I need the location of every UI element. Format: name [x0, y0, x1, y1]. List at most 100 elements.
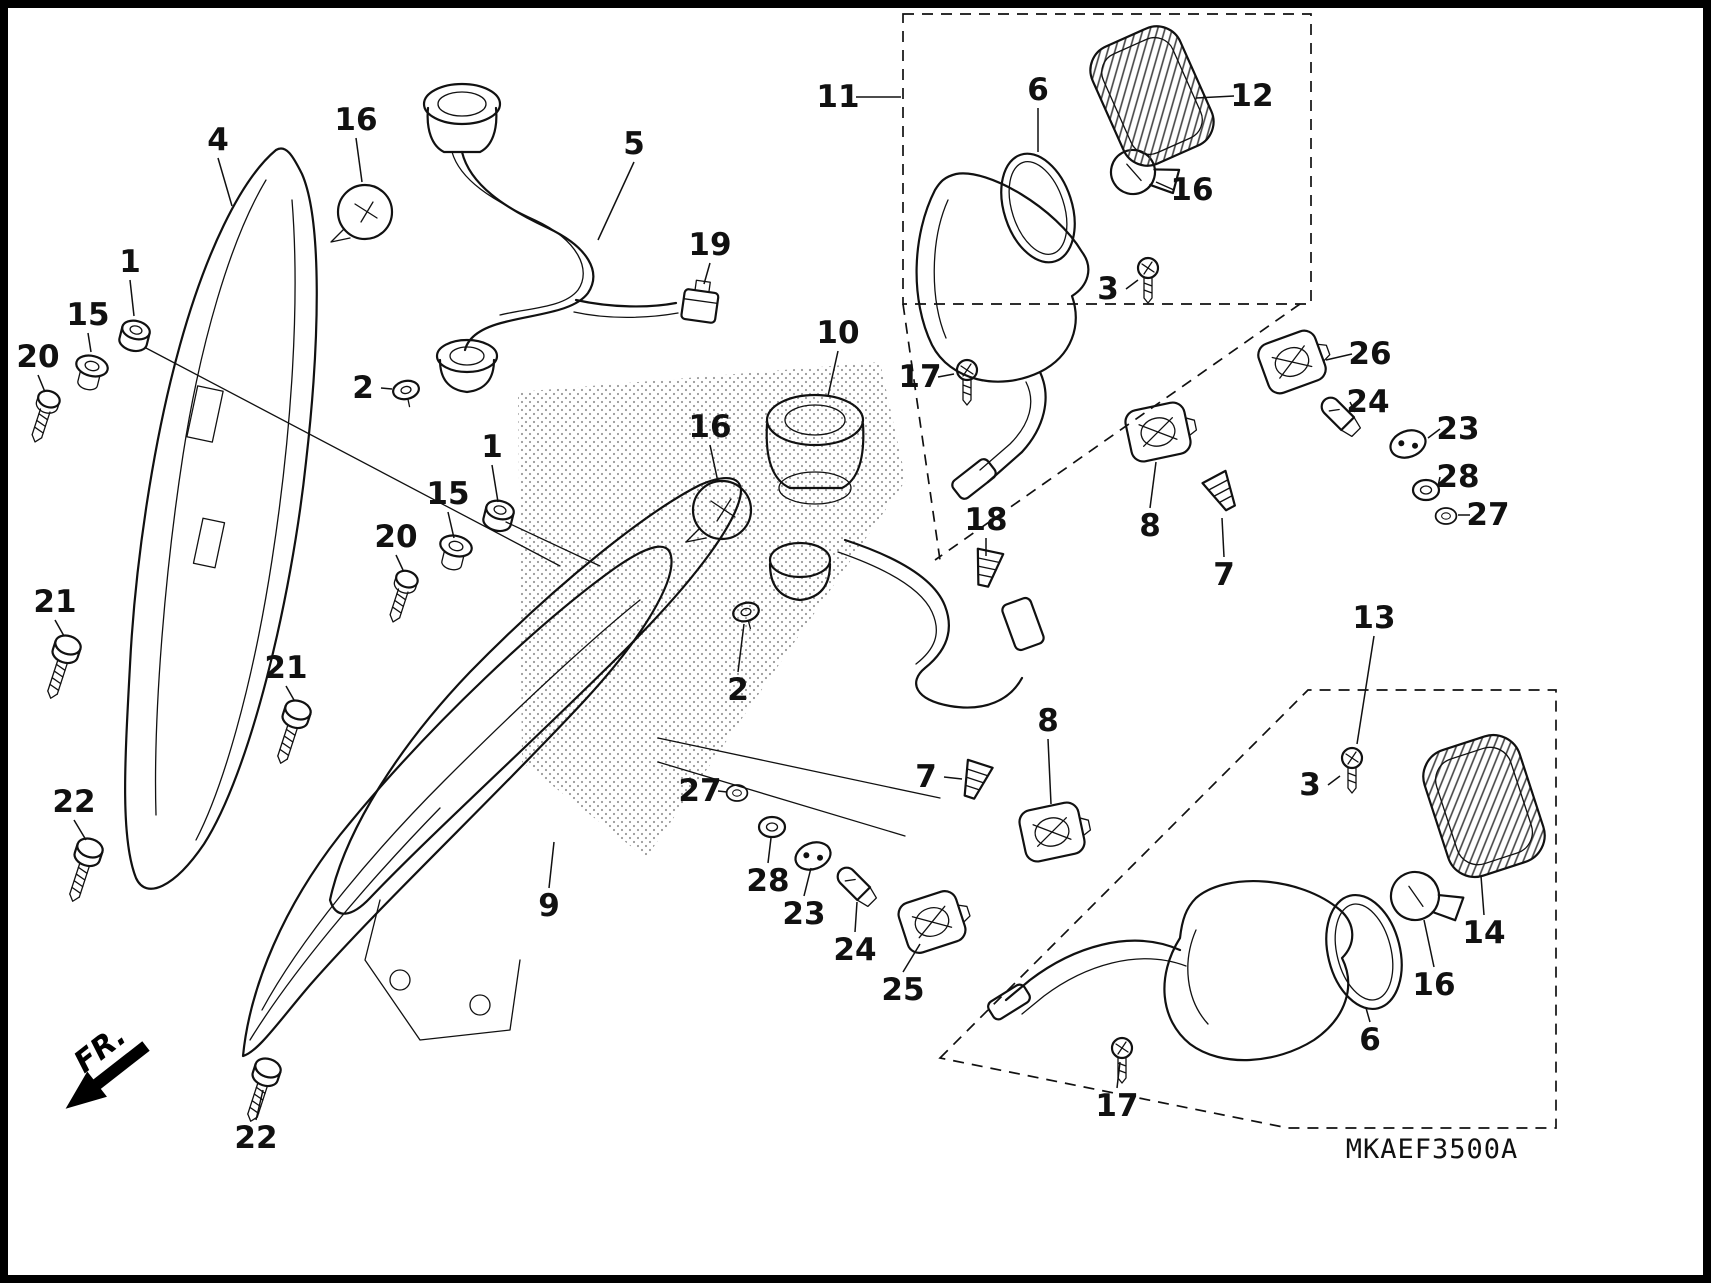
part-label-1: 1 [119, 244, 141, 280]
part-label-2: 2 [352, 370, 374, 406]
part-label-19: 19 [688, 227, 731, 263]
leader-line-13 [1356, 635, 1375, 745]
halftone-shading [518, 362, 906, 858]
leader-line-6 [1365, 1007, 1371, 1023]
leader-line-1 [491, 464, 499, 503]
part-label-8: 8 [1139, 508, 1161, 544]
leader-line-28 [767, 837, 772, 864]
part-label-15: 15 [66, 297, 109, 333]
part-9-winker-lens [241, 545, 673, 1058]
leader-line-12 [1195, 95, 1235, 99]
leader-line-3 [1125, 279, 1139, 290]
leader-line-16 [355, 137, 363, 183]
part-4-front-cowl [124, 147, 318, 890]
part-label-22: 22 [234, 1120, 277, 1156]
part-label-16: 16 [1170, 172, 1213, 208]
part-label-11: 11 [816, 79, 859, 115]
diagram-code: MKAEF3500A [1346, 1134, 1519, 1165]
part-6-gasket [1000, 152, 1076, 264]
leader-line-24 [1349, 401, 1356, 413]
part-label-10: 10 [816, 315, 859, 351]
leader-line-22 [255, 1089, 264, 1121]
leader-line-14 [1480, 875, 1485, 916]
leader-line-2 [380, 387, 393, 390]
part-label-16: 16 [1412, 967, 1455, 1003]
leader-line-21 [285, 685, 295, 701]
part-label-27: 27 [678, 773, 721, 809]
leader-line-27 [717, 790, 728, 793]
leader-line-25 [902, 943, 921, 973]
leader-line-28 [1437, 476, 1441, 487]
part-6-gasket [1325, 893, 1403, 1011]
leader-line-7 [943, 776, 963, 780]
part-label-26: 26 [1348, 336, 1391, 372]
leader-line-15 [447, 511, 455, 539]
part-label-20: 20 [374, 519, 417, 555]
part-label-15: 15 [426, 476, 469, 512]
part-10-winker-housing [328, 393, 1045, 1041]
part-label-25: 25 [881, 972, 924, 1008]
leader-line-26 [1325, 353, 1353, 361]
part-label-28: 28 [1436, 459, 1479, 495]
leader-line-1 [129, 279, 135, 317]
leader-line-20 [37, 374, 46, 393]
part-label-16: 16 [688, 409, 731, 445]
part-label-8: 8 [1037, 703, 1059, 739]
leader-line-17 [937, 373, 955, 378]
leader-line-5 [597, 161, 635, 241]
leader-line-2 [737, 623, 745, 673]
part-label-23: 23 [782, 896, 825, 932]
leader-line-16 [709, 444, 719, 483]
leader-line-17 [1116, 1061, 1121, 1089]
part-16-bulb [1389, 870, 1465, 922]
leader-line-8 [1047, 738, 1052, 805]
pointer-wedge [657, 737, 941, 837]
part-11-mirror-assembly [915, 172, 1090, 500]
part-label-22: 22 [52, 784, 95, 820]
group-11-dashed-link [934, 303, 1301, 561]
leader-line-16 [1155, 181, 1175, 191]
part-12-winker-lens [1089, 25, 1215, 167]
part-label-21: 21 [33, 584, 76, 620]
group-11-dashed-link-2 [902, 303, 941, 561]
leader-line-19 [703, 262, 711, 285]
part-label-17: 17 [1095, 1088, 1138, 1124]
part-5-socket-wire-harness [422, 82, 679, 394]
part-label-14: 14 [1462, 915, 1505, 951]
part-label-4: 4 [207, 122, 229, 158]
part-label-16: 16 [334, 102, 377, 138]
part-label-17: 17 [898, 359, 941, 395]
leader-line-23 [1427, 428, 1441, 439]
part-label-18: 18 [964, 502, 1007, 538]
part-label-6: 6 [1027, 72, 1049, 108]
part-label-24: 24 [833, 932, 876, 968]
group-11-dashed-box [902, 13, 1312, 305]
part-label-7: 7 [915, 759, 937, 795]
part-label-2: 2 [727, 672, 749, 708]
part-label-5: 5 [623, 126, 645, 162]
part-13-mirror-assembly [987, 880, 1354, 1062]
part-label-12: 12 [1230, 78, 1273, 114]
part-label-3: 3 [1299, 767, 1321, 803]
leader-line-21 [54, 619, 65, 637]
leader-line-8 [1149, 461, 1157, 509]
leader-line-3 [1327, 775, 1341, 786]
part-16-bulb [330, 183, 394, 243]
leader-line-10 [827, 350, 839, 397]
leader-line-23 [803, 867, 812, 897]
part-label-3: 3 [1097, 271, 1119, 307]
part-label-1: 1 [481, 429, 503, 465]
leader-line-16 [1423, 919, 1435, 968]
part-label-27: 27 [1466, 497, 1509, 533]
part-label-24: 24 [1346, 384, 1389, 420]
leader-line-15 [87, 332, 92, 353]
part-label-6: 6 [1359, 1022, 1381, 1058]
leader-line-4 [217, 157, 233, 207]
part-label-23: 23 [1436, 411, 1479, 447]
leader-line-9 [548, 841, 555, 889]
assembly-line-2 [505, 521, 601, 567]
